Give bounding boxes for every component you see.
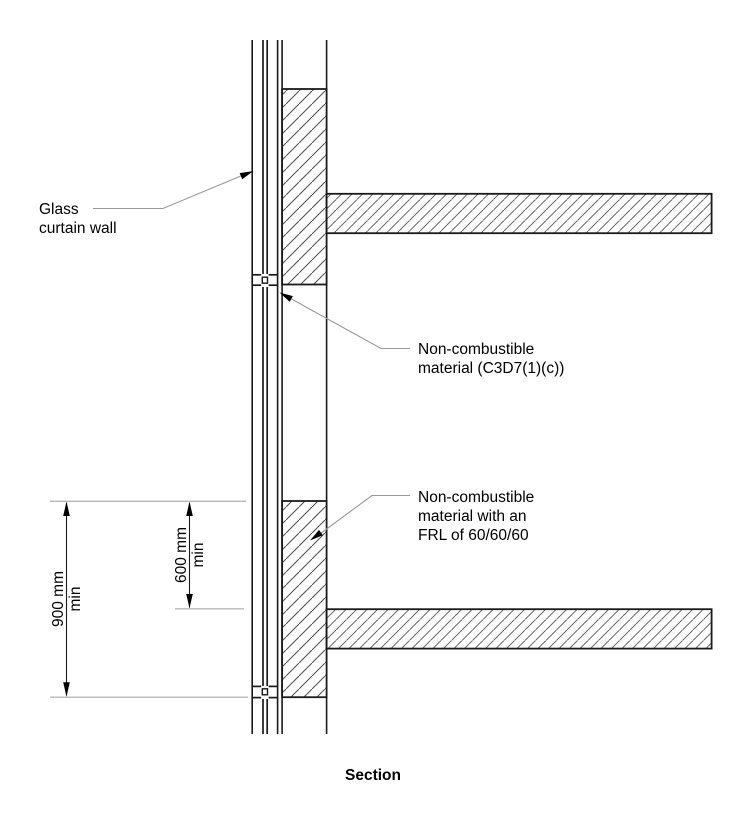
arrow-up-icon [186, 501, 193, 516]
transom-upper [252, 273, 279, 287]
arrow-up-icon [63, 501, 70, 516]
frl-material-label-line2: material with an [418, 508, 527, 525]
dimension-600-qualifier: min [189, 542, 207, 568]
frl-material-label: Non-combustible material with an FRL of … [418, 488, 534, 545]
glazing-joint-block [261, 688, 269, 696]
noncombustible-material-label: Non-combustible material (C3D7(1)(c)) [418, 340, 564, 378]
spandrel-lower-hatch [281, 500, 328, 699]
dimension-900-value: 900 mm [50, 571, 67, 627]
noncombustible-material-label-line2: material (C3D7(1)(c)) [418, 359, 565, 377]
leader-noncombustible [279, 292, 410, 350]
dimension-600-text: 600 mm min [173, 515, 207, 595]
spandrel-upper-hatch [281, 88, 328, 286]
glass-curtain-wall-label-line1: Glass [39, 200, 79, 218]
floor-slab-upper [325, 192, 713, 235]
transom-lower [252, 685, 279, 699]
arrow-down-icon [63, 682, 70, 697]
spandrel-blocks [281, 88, 328, 699]
dimension-900 [63, 501, 70, 697]
drawing-title: Section [345, 767, 401, 784]
dimension-900-text: 900 mm min [50, 559, 84, 639]
frl-material-label-line1: Non-combustible [418, 489, 535, 506]
dimension-600 [186, 501, 193, 609]
leader-glass [93, 171, 254, 210]
glazing-joint-block [261, 276, 269, 284]
floor-slabs [325, 192, 713, 650]
glass-curtain-wall-label-line2: curtain wall [39, 219, 117, 237]
leader-arrowhead-icon [279, 292, 293, 302]
frl-material-label-line3: FRL of 60/60/60 [418, 527, 529, 544]
leader-frl [310, 494, 410, 541]
leader-arrowhead-icon [239, 171, 254, 180]
dimension-extension-lines [50, 500, 248, 698]
leader-arrowhead-icon [310, 529, 323, 541]
leader-line [320, 494, 410, 534]
curtain-wall-lines [251, 40, 279, 734]
leader-line [93, 174, 243, 210]
leader-line [291, 298, 410, 350]
arrow-down-icon [186, 594, 193, 609]
dimension-600-value: 600 mm [172, 527, 190, 583]
noncombustible-material-label-line1: Non-combustible [418, 340, 535, 358]
dimension-900-qualifier: min [67, 586, 84, 612]
floor-slab-lower [325, 608, 713, 650]
glass-curtain-wall-label: Glass curtain wall [39, 200, 117, 238]
